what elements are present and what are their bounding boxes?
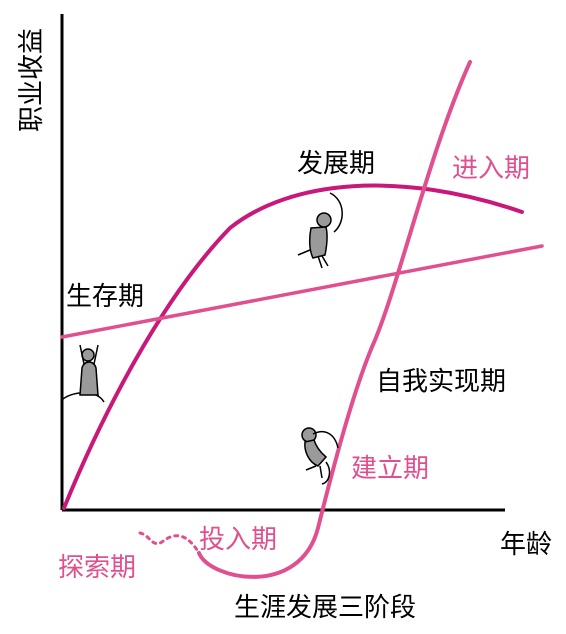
curve-label-exploration: 探索期	[58, 553, 136, 583]
climber-figure-establishment	[301, 427, 339, 485]
stage-label-development: 发展期	[297, 149, 375, 179]
climber-figure-development	[297, 192, 343, 269]
survival-line	[60, 244, 544, 339]
stage-label-survival: 生存期	[66, 282, 144, 312]
diagram-caption: 生涯发展三阶段	[234, 593, 416, 623]
exploration-dotted-path	[138, 531, 201, 555]
curve-label-establishment: 建立期	[351, 454, 429, 484]
stage-label-self-actualization: 自我实现期	[376, 367, 506, 397]
curve-label-entry: 进入期	[452, 154, 530, 184]
x-axis-label: 年龄	[500, 530, 552, 560]
climber-figure-survival	[61, 344, 105, 403]
development-curve	[62, 183, 524, 510]
self-actualization-curve	[197, 60, 472, 579]
curve-label-investment: 投入期	[199, 525, 277, 555]
y-axis-label: 职业收益	[17, 28, 47, 132]
